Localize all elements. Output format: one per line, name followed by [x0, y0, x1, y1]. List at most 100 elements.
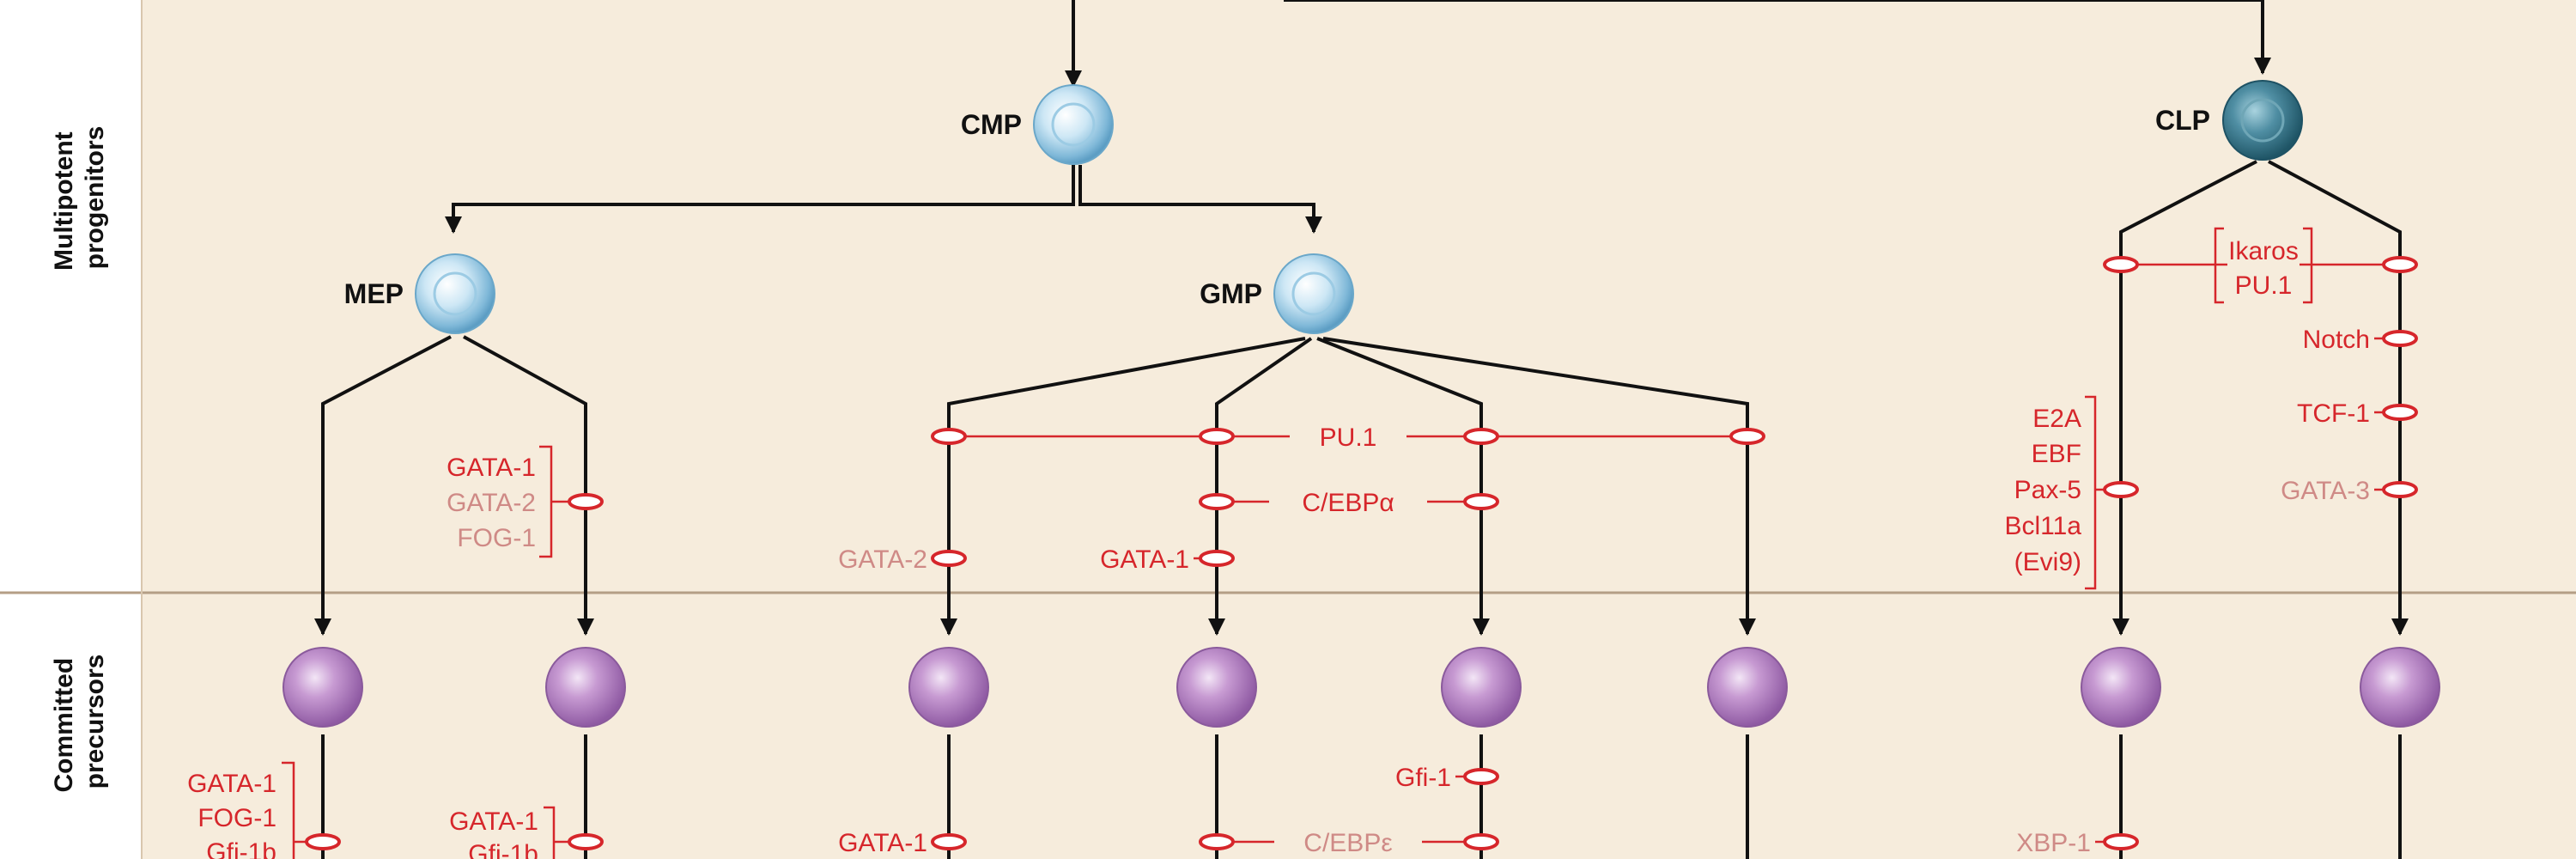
inhibition-marker	[2382, 481, 2418, 498]
inhibition-marker	[931, 428, 967, 445]
cebpa-label-bg	[1269, 486, 1427, 517]
low-gata1-gmp-label: GATA-1	[838, 829, 927, 857]
committed-band-text: Committed	[50, 658, 78, 793]
precursor-cell	[545, 647, 626, 728]
e2a-label: E2A	[2032, 405, 2081, 433]
xbp1-label: XBP-1	[2016, 829, 2091, 857]
inhibition-marker	[1463, 768, 1499, 785]
pu1-label-bg	[1290, 421, 1406, 452]
gmp-label: GMP	[1200, 278, 1262, 309]
gmp-node: GMP	[1200, 253, 1354, 334]
mep-node: MEP	[344, 253, 495, 334]
inhibition-marker	[1463, 428, 1499, 445]
b-tf-bracket	[2085, 395, 2097, 590]
inhibition-marker	[931, 550, 967, 567]
pax5-label: Pax-5	[2014, 476, 2081, 504]
ikaros-bracket-left	[2214, 227, 2224, 304]
cmp-label: CMP	[961, 109, 1022, 140]
ebf-label: EBF	[2032, 440, 2081, 468]
precursor-cell	[1441, 647, 1522, 728]
committed-band-text-line2: precursors	[81, 655, 109, 789]
edge-mep-right	[463, 335, 594, 636]
low-gfi1b-left-label: Gfi-1b	[206, 838, 276, 859]
low-gata1-left-label: GATA-1	[187, 770, 276, 798]
inhibition-marker	[1199, 833, 1235, 850]
inhibition-marker	[1463, 833, 1499, 850]
mep-cell	[415, 253, 495, 334]
precursor-cell	[1176, 647, 1257, 728]
gfi1-label: Gfi-1	[1395, 764, 1451, 792]
clp-pu1-label: PU.1	[2235, 271, 2293, 300]
inhibition-marker	[305, 833, 341, 850]
inhibition-marker	[1199, 550, 1235, 567]
precursor-cell	[2360, 647, 2440, 728]
low-right-bracket	[544, 806, 556, 859]
precursor-cell	[908, 647, 989, 728]
precursor-cell	[2081, 647, 2161, 728]
precursor-cell	[1707, 647, 1788, 728]
edge-hsc-clp	[1284, 0, 2271, 75]
edge-cmp-gmp	[1078, 165, 1322, 234]
inhibition-marker	[2382, 404, 2418, 421]
mep-bracket	[539, 445, 553, 558]
cebpa-label: C/EBPα	[1302, 489, 1394, 517]
clp-nucleus	[2240, 98, 2285, 143]
cmp-nucleus	[1051, 102, 1096, 147]
inhibition-marker	[2103, 833, 2139, 850]
inhibition-markers	[305, 256, 2418, 850]
cebpe-label-bg	[1274, 826, 1422, 857]
cebpe-label: C/EBPε	[1303, 829, 1392, 857]
gata2-label: GATA-2	[838, 545, 927, 574]
low-gfi1b-right-label: Gfi-1b	[468, 840, 538, 859]
inhibition-marker	[1199, 493, 1235, 510]
edge-mep-left	[314, 335, 452, 636]
tcf1-label: TCF-1	[2297, 399, 2370, 428]
inhibition-marker	[568, 833, 604, 850]
precursor-cell	[283, 647, 363, 728]
inhibition-marker	[1463, 493, 1499, 510]
bcl11a-label: Bcl11a	[2004, 512, 2081, 540]
gmp-nucleus	[1291, 271, 1336, 316]
inhibition-marker	[2382, 330, 2418, 347]
gmp-cell	[1273, 253, 1354, 334]
inhibition-marker	[2382, 256, 2418, 273]
notch-label: Notch	[2303, 326, 2370, 354]
clp-label: CLP	[2155, 105, 2210, 136]
mep-gata2-label: GATA-2	[447, 489, 536, 517]
ikaros-bracket-right	[2303, 227, 2313, 304]
edge-clp-right	[2268, 160, 2409, 636]
edge-cmp-mep	[445, 165, 1075, 234]
gata3-label: GATA-3	[2281, 477, 2370, 505]
clp-cell	[2222, 80, 2303, 161]
low-left-bracket	[282, 761, 295, 859]
inhibition-marker	[2103, 256, 2139, 273]
mep-gata1-label: GATA-1	[447, 454, 536, 482]
gata1-label: GATA-1	[1100, 545, 1189, 574]
committed-band-label: Committed precursors	[50, 650, 109, 792]
mep-fog1-label: FOG-1	[457, 524, 536, 552]
inhibition-marker	[1729, 428, 1765, 445]
ikaros-label: Ikaros	[2228, 237, 2299, 265]
low-gata1-right-label: GATA-1	[449, 807, 538, 836]
multipotent-band-text-line2: progenitors	[81, 126, 109, 270]
inhibition-marker	[2103, 481, 2139, 498]
mep-nucleus	[433, 271, 477, 316]
clp-node: CLP	[2155, 80, 2303, 161]
inhibition-marker	[568, 493, 604, 510]
multipotent-band-text: Multipotent	[50, 131, 78, 271]
cmp-node: CMP	[961, 84, 1114, 165]
pu1-label: PU.1	[1320, 423, 1377, 452]
committed-precursor-cells	[283, 647, 2440, 728]
low-fog1-label: FOG-1	[197, 804, 276, 832]
evi9-label: (Evi9)	[2014, 548, 2081, 576]
edge-gmp-4	[1322, 337, 1756, 636]
ikaros-label-bg	[2227, 234, 2300, 297]
edge-gmp-3	[1316, 337, 1490, 636]
mep-label: MEP	[344, 278, 404, 309]
cmp-cell	[1033, 84, 1114, 165]
inhibition-marker	[1199, 428, 1235, 445]
multipotent-band-label: Multipotent progenitors	[50, 125, 109, 271]
edge-clp-left	[2112, 160, 2257, 636]
